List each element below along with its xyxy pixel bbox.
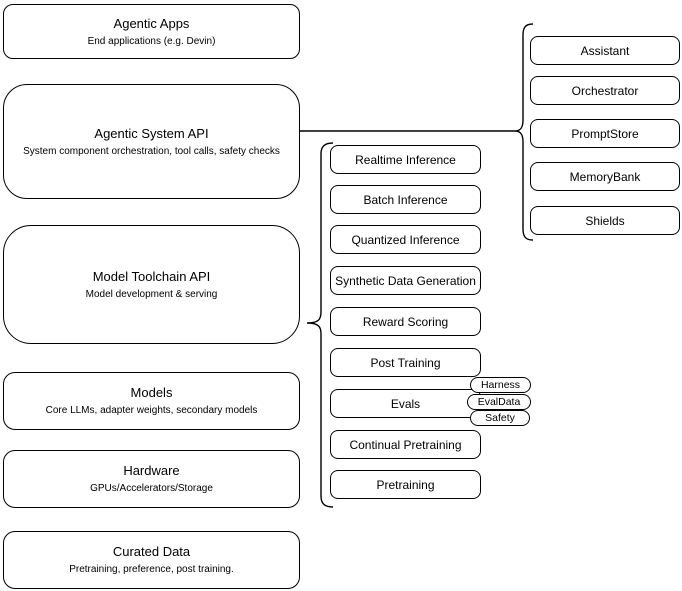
node-subtitle: System component orchestration, tool cal… xyxy=(23,145,280,157)
node-promptstore: PromptStore xyxy=(530,119,680,148)
node-title: Agentic Apps xyxy=(113,15,190,31)
node-title: Model Toolchain API xyxy=(92,268,211,284)
node-subtitle: Model development & serving xyxy=(85,288,218,300)
node-models: Models Core LLMs, adapter weights, secon… xyxy=(3,372,300,430)
pill-label: Safety xyxy=(485,412,515,424)
node-title: Hardware xyxy=(123,463,180,478)
node-label: Reward Scoring xyxy=(362,314,449,329)
node-label: Post Training xyxy=(370,355,441,370)
node-hardware: Hardware GPUs/Accelerators/Storage xyxy=(3,450,300,508)
node-memorybank: MemoryBank xyxy=(530,162,680,191)
node-pretraining: Pretraining xyxy=(330,470,481,499)
pill-safety: Safety xyxy=(470,410,530,426)
node-title: Curated Data xyxy=(112,544,191,559)
node-subtitle: Pretraining, preference, post training. xyxy=(69,564,234,575)
node-label: Assistant xyxy=(580,43,630,58)
node-label: Realtime Inference xyxy=(355,152,456,167)
node-label: Quantized Inference xyxy=(351,232,460,247)
node-label: Continual Pretraining xyxy=(349,437,462,452)
node-shields: Shields xyxy=(530,206,680,235)
node-label: MemoryBank xyxy=(569,169,641,184)
node-label: PromptStore xyxy=(571,126,639,141)
node-batch-inference: Batch Inference xyxy=(330,185,481,214)
node-assistant: Assistant xyxy=(530,36,680,65)
node-subtitle: End applications (e.g. Devin) xyxy=(87,35,216,47)
node-evals: Evals xyxy=(330,389,481,418)
pill-label: EvalData xyxy=(477,396,521,408)
node-subtitle: Core LLMs, adapter weights, secondary mo… xyxy=(45,405,258,416)
node-label: Synthetic Data Generation xyxy=(335,273,476,288)
node-agentic-system-api: Agentic System API System component orch… xyxy=(3,84,300,199)
node-label: Shields xyxy=(585,213,625,228)
node-synthetic-data-generation: Synthetic Data Generation xyxy=(330,266,481,295)
node-title: Agentic System API xyxy=(94,125,209,141)
node-curated-data: Curated Data Pretraining, preference, po… xyxy=(3,531,300,589)
node-orchestrator: Orchestrator xyxy=(530,76,680,105)
node-quantized-inference: Quantized Inference xyxy=(330,225,481,254)
node-agentic-apps: Agentic Apps End applications (e.g. Devi… xyxy=(3,4,300,59)
node-label: Batch Inference xyxy=(363,192,448,207)
pill-harness: Harness xyxy=(470,377,531,393)
node-label: Orchestrator xyxy=(571,83,639,98)
node-reward-scoring: Reward Scoring xyxy=(330,307,481,336)
node-label: Pretraining xyxy=(376,477,435,492)
node-model-toolchain-api: Model Toolchain API Model development & … xyxy=(3,225,300,344)
node-continual-pretraining: Continual Pretraining xyxy=(330,430,481,459)
node-title: Models xyxy=(130,385,173,400)
node-subtitle: GPUs/Accelerators/Storage xyxy=(90,483,213,494)
node-realtime-inference: Realtime Inference xyxy=(330,145,481,174)
pill-evaldata: EvalData xyxy=(467,394,531,410)
node-label: Evals xyxy=(390,396,421,411)
node-post-training: Post Training xyxy=(330,348,481,377)
pill-label: Harness xyxy=(480,379,521,391)
